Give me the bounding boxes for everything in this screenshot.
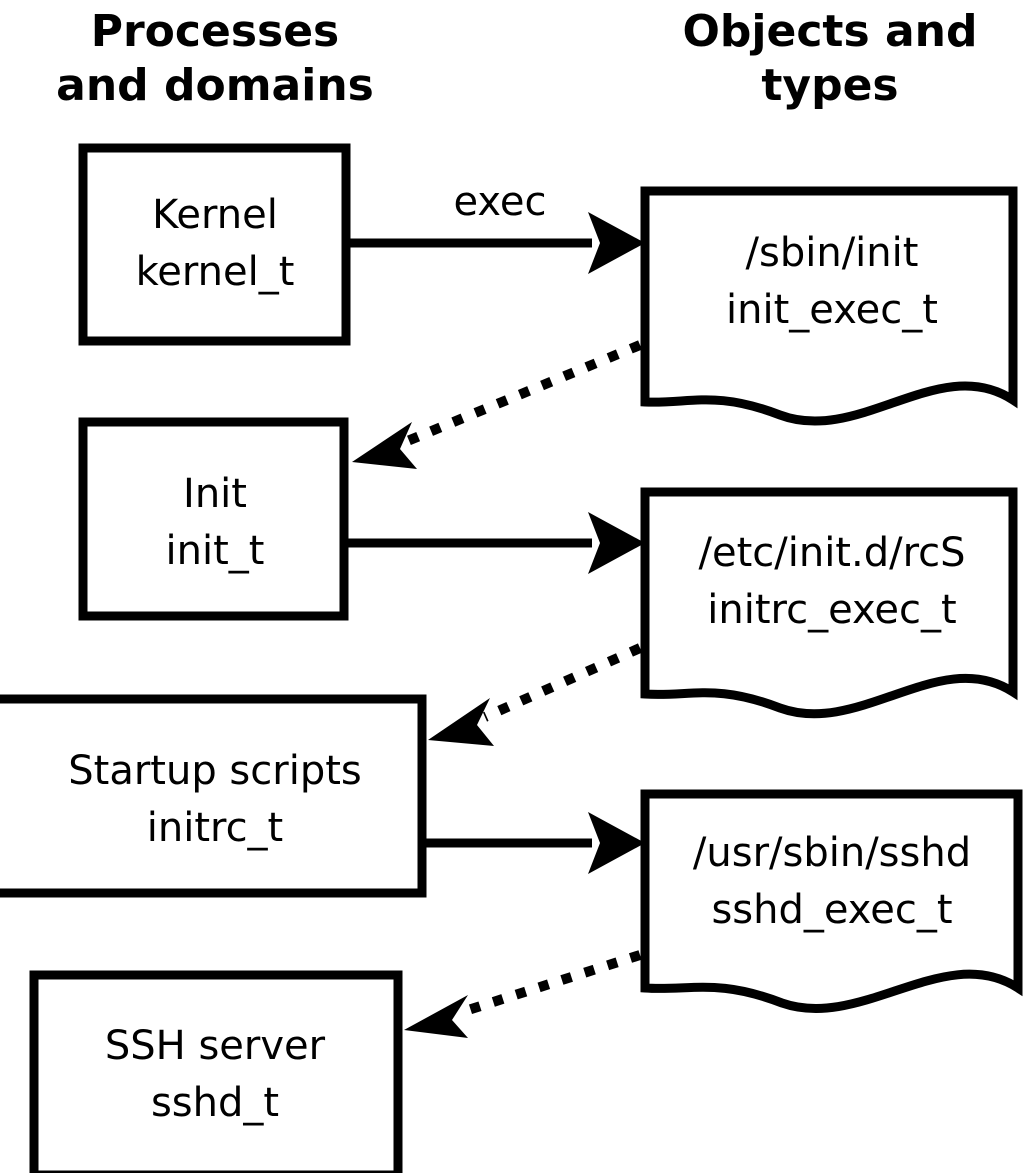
arrowhead-initrc-exec <box>588 812 645 874</box>
node-sshd-exec-path: /usr/sbin/sshd <box>693 830 971 876</box>
arrowhead-init_exec-to-init <box>352 422 417 469</box>
edge-init_exec-to-init <box>352 340 642 469</box>
node-initrc-exec-path: /etc/init.d/rcS <box>698 530 965 576</box>
node-initrc-exec-type: initrc_exec_t <box>707 587 956 633</box>
node-kernel[interactable]: Kernel kernel_t <box>78 143 351 346</box>
edge-line-init_exec-to-init <box>403 340 642 447</box>
node-init-box[interactable] <box>78 417 349 621</box>
arrowhead-initrc_exec-to-initrc <box>428 698 494 746</box>
edge-kernel-exec-init_exec: exec <box>350 179 645 274</box>
node-sshd-exec-document[interactable] <box>640 789 1023 1013</box>
node-init-exec[interactable]: /sbin/init init_exec_t <box>640 186 1018 426</box>
edge-label-exec: exec <box>454 179 547 225</box>
node-startup-scripts-type: initrc_t <box>147 805 284 851</box>
edge-sshd_exec-to-sshd <box>404 950 642 1038</box>
header-processes-line1: Processes <box>91 6 340 57</box>
node-ssh-server[interactable]: SSH server sshd_t <box>29 970 403 1173</box>
node-initrc-exec[interactable]: /etc/init.d/rcS initrc_exec_t <box>640 487 1018 719</box>
edge-line-initrc_exec-to-initrc <box>482 643 643 722</box>
node-init-type: init_t <box>166 528 265 574</box>
node-initrc-exec-document[interactable] <box>640 487 1018 719</box>
node-startup-scripts-name: Startup scripts <box>68 748 361 794</box>
node-kernel-name: Kernel <box>152 192 278 238</box>
arrowhead-sshd_exec-to-sshd <box>404 995 468 1038</box>
node-ssh-server-box[interactable] <box>29 970 403 1173</box>
edge-line-sshd_exec-to-sshd <box>460 950 642 1017</box>
node-startup-scripts[interactable]: Startup scripts initrc_t <box>0 694 427 898</box>
column-header-objects: Objects and types <box>683 6 978 111</box>
node-sshd-exec[interactable]: /usr/sbin/sshd sshd_exec_t <box>640 789 1023 1013</box>
header-objects-line1: Objects and <box>683 6 978 57</box>
node-init-name: Init <box>183 471 247 517</box>
node-startup-scripts-box[interactable] <box>0 694 427 898</box>
column-header-processes: Processes and domains <box>56 6 374 111</box>
node-ssh-server-type: sshd_t <box>151 1080 279 1126</box>
node-init-exec-type: init_exec_t <box>726 287 938 333</box>
node-kernel-type: kernel_t <box>136 249 295 295</box>
node-init-exec-path: /sbin/init <box>746 230 919 276</box>
edge-initrc-exec-sshd_exec <box>426 812 645 874</box>
node-sshd-exec-type: sshd_exec_t <box>711 887 952 933</box>
header-processes-line2: and domains <box>56 60 374 111</box>
arrowhead-init-exec <box>588 512 645 574</box>
arrowhead-kernel-exec <box>588 212 645 274</box>
node-init-exec-document[interactable] <box>640 186 1018 426</box>
edge-initrc_exec-to-initrc <box>428 643 643 746</box>
edge-init-exec-initrc_exec <box>348 512 645 574</box>
node-init[interactable]: Init init_t <box>78 417 349 621</box>
node-ssh-server-name: SSH server <box>105 1023 326 1069</box>
header-objects-line2: types <box>761 60 898 111</box>
node-kernel-box[interactable] <box>78 143 351 346</box>
